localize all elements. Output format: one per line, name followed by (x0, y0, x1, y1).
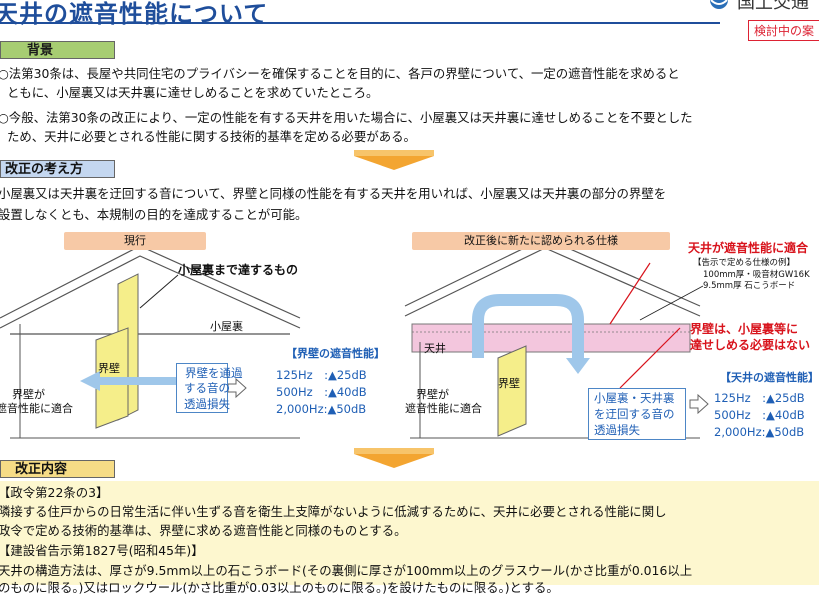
sound-box-revised-line-1: 小屋裏・天井裏 (594, 391, 675, 405)
wall-perf-title: 【界壁の遮音性能】 (286, 347, 385, 360)
red-note-line-2: 達せしめる必要はない (690, 338, 811, 352)
sound-box-current-line-3: 透過損失 (184, 397, 230, 411)
logo-emblem-icon (710, 0, 728, 9)
revision-content-panel (0, 481, 819, 585)
approach-line-1: 小屋裏又は天井裏を迂回する音について、界壁と同様の性能を有する天井を用いれば、小… (0, 186, 667, 201)
section-heading-contents: 改正内容 (0, 460, 115, 478)
figure-tag-current: 現行 (64, 232, 206, 250)
spec-line-1: 100mm厚・吸音材GW16K (703, 270, 810, 280)
ceiling-perf-2000: 2,000Hz:▲50dB (714, 425, 805, 439)
ceiling-perf-title: 【天井の遮音性能】 (720, 371, 819, 384)
callout-reaches-attic: 小屋裏まで達するもの (178, 263, 299, 277)
contents-line-5: 天井の構造方法は、厚さが9.5mm以上の石こうボード(その裏側に厚さが100mm… (0, 563, 693, 578)
ceiling-label: 天井 (424, 342, 446, 355)
contents-line-1: 【政令第22条の3】 (0, 485, 109, 500)
section-heading-approach: 改正の考え方 (0, 160, 115, 178)
background-line-4: ため、天井に必要とされる性能に関する技術的基準を定める必要がある。 (7, 129, 416, 144)
figure-tag-revised: 改正後に新たに認められる仕様 (412, 232, 670, 250)
wall-perf-2000: 2,000Hz:▲50dB (276, 402, 367, 416)
red-note-line-1: 界壁は、小屋裏等に (690, 322, 799, 336)
flow-arrow-bar-2 (354, 448, 434, 454)
section-heading-background: 背景 (0, 41, 115, 59)
wall-note-revised-1: 界壁が (416, 388, 449, 401)
wall-perf-125: 125Hz :▲25dB (276, 368, 367, 382)
wall-label-revised: 界壁 (498, 377, 520, 390)
sound-box-revised (588, 388, 686, 440)
background-line-2: ともに、小屋裏又は天井裏に達せしめることを求めていたところ。 (7, 85, 379, 100)
attic-label: 小屋裏 (210, 320, 243, 333)
ministry-logo: 国土交通 (705, 0, 819, 18)
sound-box-revised-line-3: 透過損失 (594, 423, 640, 437)
sound-box-current-line-1: 界壁を通過 (185, 366, 243, 380)
logo-text: 国土交通 (737, 0, 809, 13)
sound-box-current: 界壁を通過 (176, 363, 243, 413)
page-title: 天井の遮音性能について (0, 0, 269, 28)
down-arrow-icon (354, 156, 434, 170)
wall-note-current-1: 界壁が (12, 388, 45, 401)
title-underline (0, 22, 720, 24)
wall-note-revised-2: 遮音性能に適合 (405, 402, 482, 415)
status-badge: 検討中の案 (748, 20, 819, 41)
ceiling-perf-500: 500Hz :▲40dB (714, 408, 805, 422)
ceiling-compliant-title: 天井が遮音性能に適合 (688, 241, 809, 255)
detour-arrow-head (566, 358, 590, 374)
down-arrow-icon-2 (354, 454, 434, 468)
contents-line-2: 隣接する住戸からの日常生活に伴い生ずる音を衛生上支障がないように低減するために、… (0, 504, 667, 519)
background-line-1: ○法第30条は、長屋や共同住宅のプライバシーを確保することを目的に、各戸の界壁に… (0, 66, 680, 81)
detour-sound-arrow (472, 294, 584, 360)
contents-line-4: 【建設省告示第1827号(昭和45年)】 (0, 543, 204, 558)
sound-box-current-line-2: する音の (184, 381, 230, 395)
spec-title: 【告示で定める仕様の例】 (693, 258, 796, 268)
contents-line-6: のものに限る。)又はロックウール(かさ比重が0.03以上のものに限る。)を設けた… (0, 580, 559, 595)
ceiling-perf-125: 125Hz :▲25dB (714, 391, 805, 405)
flow-arrow-bar-1 (354, 150, 434, 156)
contents-line-3: 政令で定める技術的基準は、界壁に求める遮音性能と同様のものとする。 (0, 523, 407, 538)
background-line-3: ○今般、法第30条の改正により、一定の性能を有する天井を用いた場合に、小屋裏又は… (0, 110, 693, 125)
sound-box-revised-line-2: を迂回する音の (594, 407, 675, 421)
current-house-drawing (0, 245, 301, 439)
approach-line-2: 設置しなくとも、本規制の目的を達成することが可能。 (0, 207, 308, 222)
sound-arrow-left (80, 371, 176, 391)
wall-note-current-2: 遮音性能に適合 (0, 402, 73, 415)
spec-line-2: 9.5mm厚 石こうボード (703, 281, 796, 291)
wall-label-current: 界壁 (98, 362, 120, 375)
wall-perf-500: 500Hz :▲40dB (276, 385, 367, 399)
